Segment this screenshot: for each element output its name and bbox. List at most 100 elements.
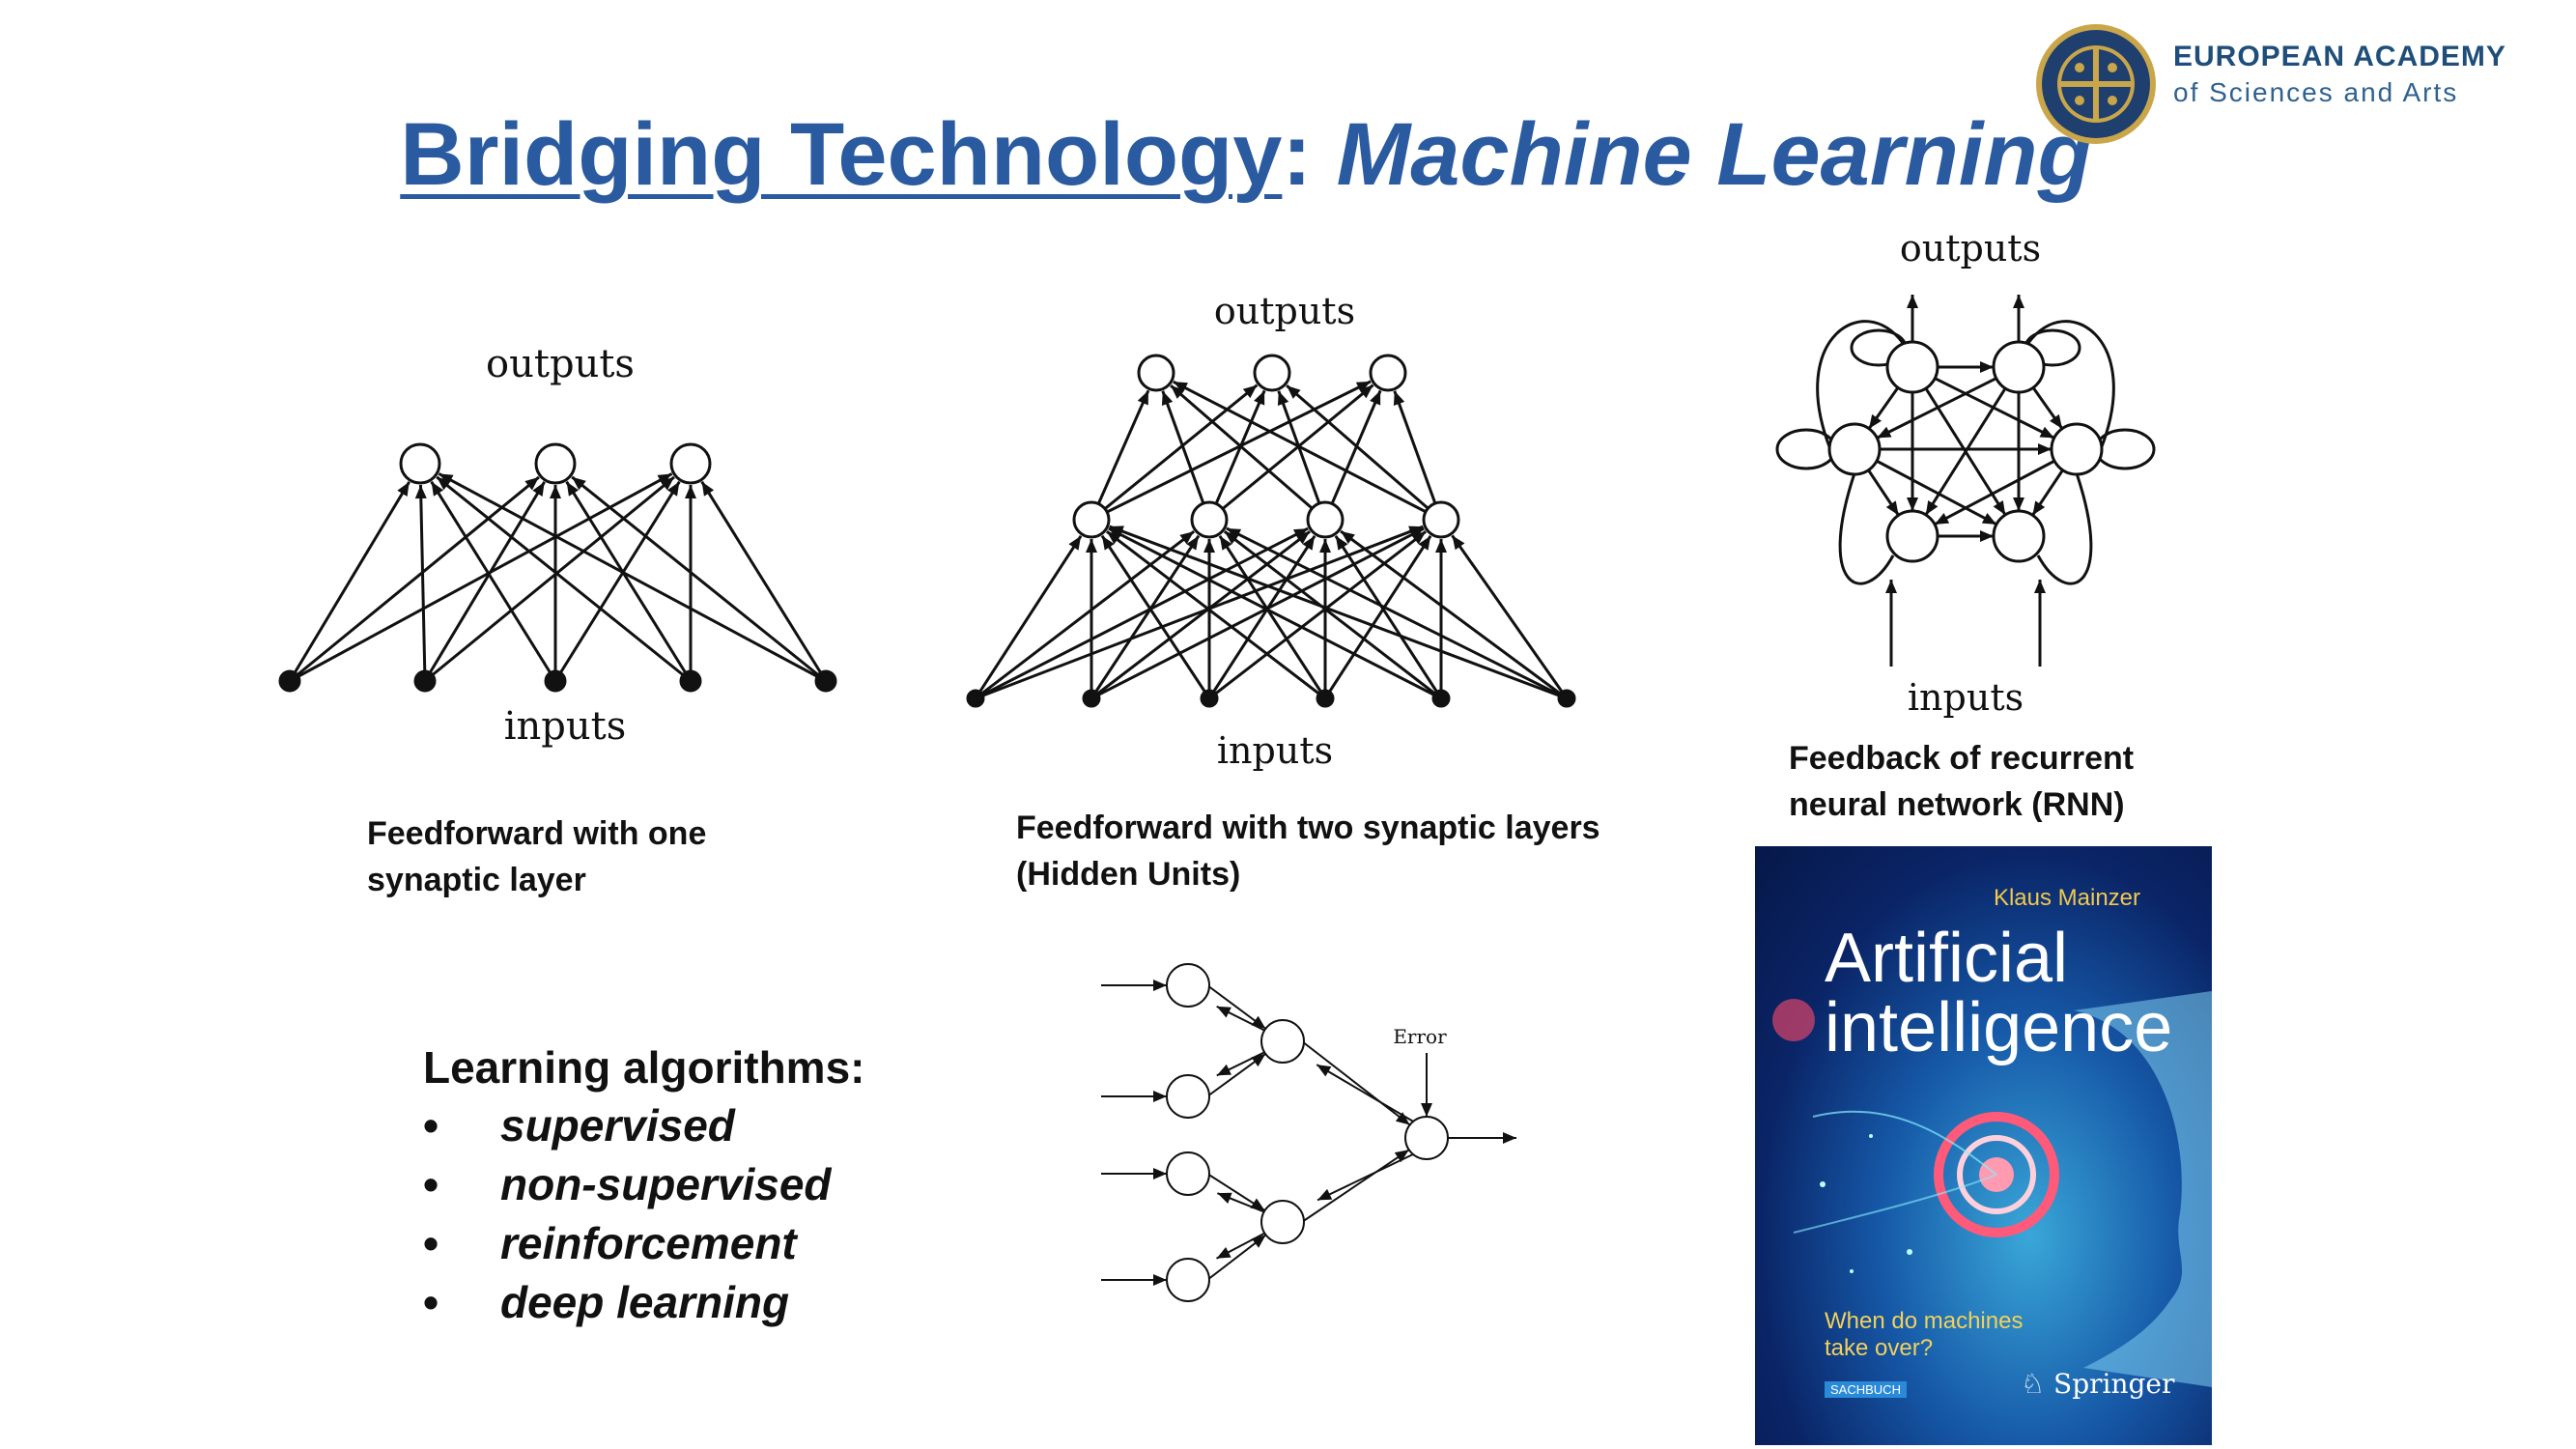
ff1-output-node (534, 442, 577, 485)
ff2-output-node (1253, 354, 1291, 392)
title-part1: Bridging Technology (400, 105, 1283, 204)
rnn-connection-head (1993, 499, 2006, 515)
rnn-output-arrow-head (2013, 295, 2024, 308)
bp-backward-arrow (1316, 1152, 1416, 1202)
ff1-connection-head (532, 481, 545, 497)
book-title-line1: Artificial (1825, 920, 2069, 997)
ff2-hidden-connection-head (1370, 390, 1381, 406)
learning-item: reinforcement (423, 1217, 864, 1276)
rnn-connection-head (2050, 413, 2063, 429)
bp-backward-arrow-head (1217, 1192, 1232, 1204)
title-separator: : (1282, 105, 1337, 204)
book-badge: SACHBUCH (1825, 1381, 1907, 1398)
ff1-output-node (669, 442, 712, 485)
ff2-input-connection (1108, 526, 1442, 700)
rnn-connection-head (2039, 426, 2054, 439)
bp-backward-arrow-head (1316, 1065, 1332, 1077)
ff2-hidden-connection-head (1137, 390, 1148, 406)
ff2-input-connection-head (1086, 539, 1097, 553)
book-title-line2: intelligence (1825, 989, 2173, 1066)
title-part2: Machine Learning (1336, 105, 2092, 204)
ff2-input-connection-head (1295, 531, 1311, 545)
bp-forward-arrow-head (1394, 1150, 1409, 1163)
rnn-connection-head (1925, 499, 1939, 515)
ff2-hidden-node (1422, 500, 1460, 539)
ff2-input-connection-head (1452, 535, 1465, 551)
ff2-input-connection (1090, 534, 1201, 699)
rnn-connection (1911, 366, 2007, 516)
ff2-hidden-connection-head (1287, 385, 1301, 399)
rnn-feedback-loop (2036, 472, 2093, 585)
ff2-input-connection (1451, 534, 1569, 699)
rnn-caption-line1: Feedback of recurrent (1789, 740, 2135, 777)
rnn-node (1885, 509, 1939, 563)
rnn-output-arrow-head (1907, 295, 1918, 308)
ff2-input-connection-head (1226, 527, 1242, 540)
ff2-input-connection (1226, 526, 1568, 700)
ff2-input-node (1431, 689, 1451, 708)
ff2-input-node (1200, 689, 1219, 708)
ff2-hidden-connection-head (1242, 384, 1258, 399)
ff2-input-connection (1334, 534, 1443, 699)
ff1-connection-head (701, 481, 715, 497)
ff2-input-connection (1208, 530, 1428, 700)
rnn-input-arrow-head (1885, 580, 1897, 593)
ff2-hidden-connection-head (1254, 390, 1265, 406)
rnn-connection-head (1885, 500, 1899, 516)
ff2-input-node (1082, 689, 1101, 708)
ff2-hidden-connection (1323, 389, 1382, 521)
ff2-input-connection-head (1341, 530, 1355, 545)
ff1-connection-head (572, 476, 586, 491)
rnn-node (1885, 340, 1939, 394)
rnn-caption: Feedback of recurrent neural network (RN… (1789, 736, 2134, 828)
rnn-connection-head (2032, 500, 2046, 516)
learning-item: non-supervised (423, 1158, 864, 1217)
rnn-connection-head (1981, 512, 1997, 525)
ff1-connection (553, 480, 681, 682)
ff2-input-connection (1100, 534, 1211, 699)
rnn-feedback-loop (1838, 472, 1895, 585)
book-title: Artificial intelligence (1825, 923, 2172, 1063)
ff2-input-connection-head (1319, 539, 1331, 553)
ff2-input-connection (1090, 526, 1425, 700)
ff1-connection-head (660, 476, 674, 491)
learning-item: supervised (423, 1099, 864, 1158)
ff2-output-node (1137, 354, 1175, 392)
ff2-input-connection (1340, 529, 1568, 700)
ff2-hidden-node (1306, 500, 1345, 539)
ff1-connection (438, 472, 827, 683)
ff2-input-connection-head (1179, 531, 1195, 545)
ff2-caption-line2: (Hidden Units) (1016, 855, 1241, 893)
bp-error-arrow-head (1421, 1103, 1432, 1117)
ff2-input-node (966, 689, 985, 708)
rnn-connection-head (2038, 443, 2052, 455)
ff2-hidden-node (1190, 500, 1229, 539)
ff1-connection-head (524, 476, 539, 491)
rnn-feedback-loop (2026, 320, 2115, 450)
ff2-input-connection (1109, 525, 1568, 700)
ff1-input-node (679, 669, 702, 693)
learning-item: deep learning (423, 1276, 864, 1335)
ff2-hidden-connection (1173, 380, 1442, 522)
ai-face-illustration (1772, 991, 2212, 1387)
ff2-input-connection (1105, 529, 1326, 700)
rnn-node (2050, 422, 2104, 476)
bp-input-node (1166, 1258, 1210, 1302)
ff1-caption-line2: synaptic layer (367, 861, 586, 898)
ff2-hidden-connection (1090, 384, 1259, 522)
rnn-inputs-label: inputs (1908, 676, 2024, 719)
ff2-hidden-connection (1393, 390, 1443, 521)
ff2-inputs-label: inputs (1217, 729, 1333, 772)
bp-output-node (1404, 1116, 1449, 1160)
ff2-input-connection-head (1411, 531, 1427, 545)
rnn-self-loop (1775, 428, 1837, 470)
ff2-input-connection-head (1068, 535, 1082, 551)
book-subtitle: When do machines take over? (1825, 1308, 2023, 1361)
rnn-node (1992, 340, 2046, 394)
learning-list: supervised non-supervised reinforcement … (423, 1099, 864, 1335)
ff2-input-connection-head (1435, 539, 1447, 553)
book-subtitle-line2: take over? (1825, 1334, 1934, 1361)
rnn-connection-head (1868, 413, 1882, 429)
ff2-input-connection (975, 526, 1309, 700)
ff1-connection (436, 475, 692, 683)
